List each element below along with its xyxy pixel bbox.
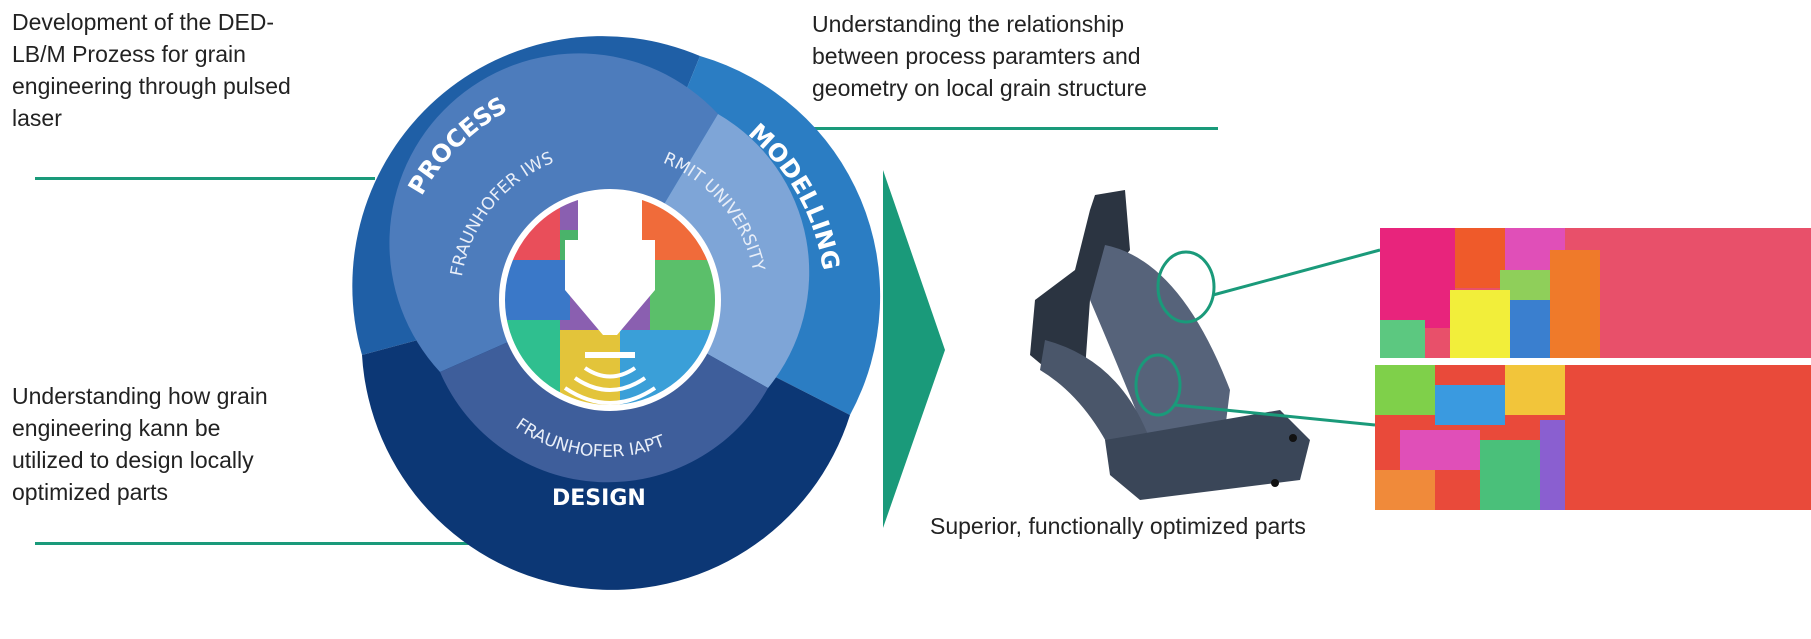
nozzle-icon — [565, 192, 655, 335]
design-connector-line — [35, 542, 605, 545]
text-line: engineering kann be — [12, 415, 221, 441]
text-line: optimized parts — [12, 479, 168, 505]
text-line: Understanding the relationship — [812, 11, 1124, 37]
result-caption: Superior, functionally optimized parts — [930, 513, 1306, 539]
text-line: laser — [12, 105, 62, 131]
optimized-part-image — [1030, 190, 1381, 500]
arrow-icon — [883, 170, 945, 528]
design-description: Understanding how grain engineering kann… — [12, 380, 268, 508]
coarse-grain-image — [1380, 228, 1811, 358]
text-line: utilized to design locally — [12, 447, 254, 473]
wave-icon — [563, 366, 657, 405]
design-label: DESIGN — [552, 486, 646, 511]
modelling-description: Understanding the relationship between p… — [812, 8, 1147, 104]
modelling-connector-line — [790, 127, 1218, 130]
process-connector-line — [35, 177, 375, 180]
text-line: LB/M Prozess for grain — [12, 41, 246, 67]
fine-grain-image — [1375, 365, 1811, 510]
text-line: between process paramters and — [812, 43, 1141, 69]
text-line: Development of the DED- — [12, 9, 275, 35]
process-description: Development of the DED- LB/M Prozess for… — [12, 6, 291, 134]
text-line: Understanding how grain — [12, 383, 268, 409]
text-line: engineering through pulsed — [12, 73, 291, 99]
text-line: geometry on local grain structure — [812, 75, 1147, 101]
